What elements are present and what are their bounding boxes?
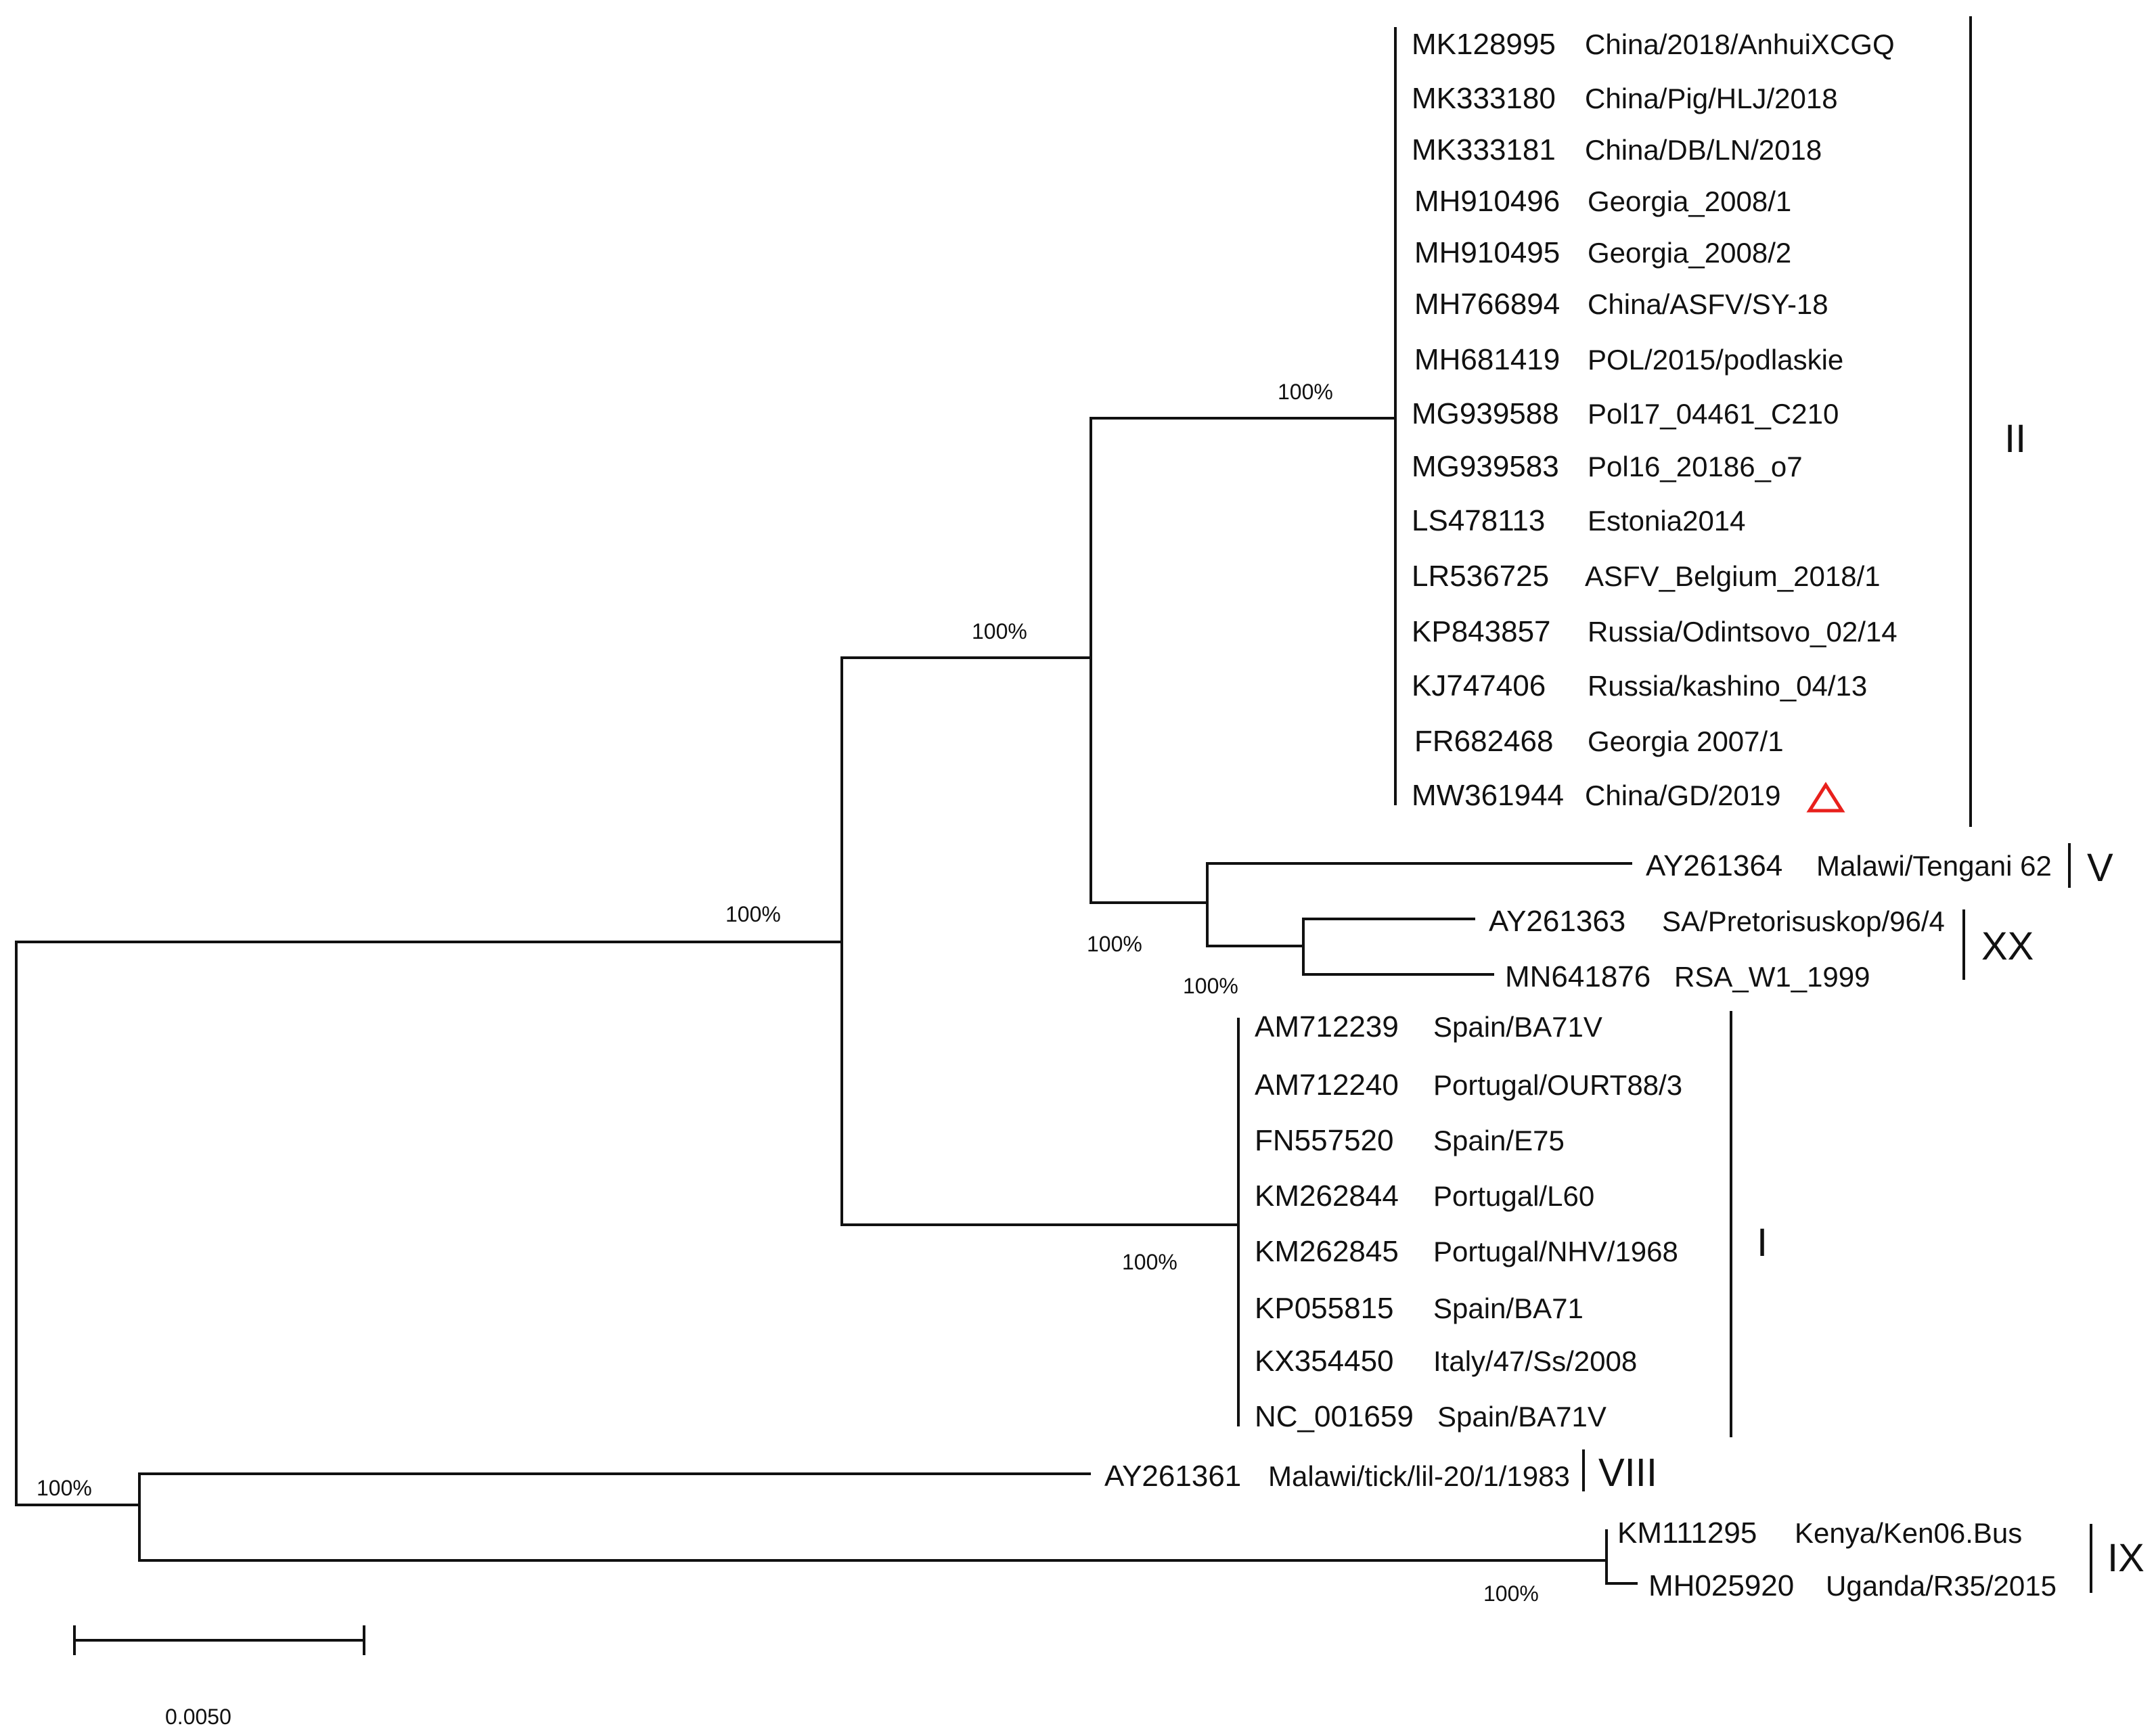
taxon-name: Portugal/L60	[1433, 1180, 1594, 1212]
taxon-accession: MK333181	[1412, 133, 1556, 166]
taxon-name: SA/Pretorisuskop/96/4	[1662, 905, 1945, 937]
bootstrap-values: 100% 100% 100% 100% 100% 100% 100% 100%	[37, 380, 1539, 1606]
taxon-accession: MN641876	[1505, 960, 1650, 993]
taxon-name: Spain/E75	[1433, 1125, 1565, 1156]
clade-label-I: I	[1757, 1221, 1768, 1265]
taxon-accession: AM712240	[1255, 1068, 1399, 1102]
taxon-name: Estonia2014	[1588, 505, 1746, 537]
taxon-accession: KP055815	[1255, 1292, 1394, 1325]
taxon-name: Russia/Odintsovo_02/14	[1588, 616, 1897, 648]
bootstrap-label: 100%	[1087, 932, 1142, 956]
taxon-accession: KJ747406	[1412, 669, 1546, 702]
taxon-accession: MH910496	[1414, 185, 1560, 218]
bootstrap-label: 100%	[37, 1476, 92, 1500]
taxon-accession: KM111295	[1617, 1516, 1757, 1550]
taxon-accession: AY261364	[1646, 849, 1782, 882]
clade-II-taxa: MK128995 China/2018/AnhuiXCGQ MK333180 C…	[1412, 28, 1897, 813]
taxon-accession: LR536725	[1412, 560, 1549, 593]
scale-bar: 0.0050	[73, 1625, 365, 1729]
taxon-name: Spain/BA71V	[1433, 1011, 1602, 1043]
clade-label-IX: IX	[2107, 1536, 2144, 1580]
clade-label-V: V	[2087, 846, 2113, 890]
taxon-name: Russia/kashino_04/13	[1588, 670, 1867, 702]
taxon-accession: KM262844	[1255, 1179, 1399, 1213]
taxon-accession: MH681419	[1414, 343, 1560, 376]
clade-label-II: II	[2004, 417, 2026, 461]
taxon-accession: AM712239	[1255, 1010, 1399, 1043]
clade-V-XX-taxa: AY261364 Malawi/Tengani 62 AY261363 SA/P…	[1489, 849, 2052, 993]
scale-bar-line	[73, 1625, 365, 1655]
taxon-accession: MH910495	[1414, 236, 1560, 269]
taxon-accession: LS478113	[1412, 504, 1545, 537]
clade-VIII-IX-taxa: AY261361 Malawi/tick/lil-20/1/1983 KM111…	[1104, 1460, 2057, 1602]
taxon-accession: MH025920	[1648, 1569, 1794, 1602]
taxon-accession: FR682468	[1414, 725, 1553, 758]
taxon-accession: AY261361	[1104, 1460, 1241, 1493]
taxon-name: Georgia_2008/2	[1588, 237, 1791, 269]
taxon-accession: MK128995	[1412, 28, 1556, 61]
taxon-accession: AY261363	[1489, 905, 1625, 938]
taxon-name: RSA_W1_1999	[1674, 961, 1870, 993]
taxon-name: Spain/BA71V	[1437, 1401, 1607, 1433]
bootstrap-label: 100%	[1278, 380, 1333, 404]
taxon-accession: MW361944	[1412, 779, 1564, 812]
taxon-name: Spain/BA71	[1433, 1292, 1584, 1324]
taxon-accession: KM262845	[1255, 1235, 1399, 1268]
taxon-name: China/Pig/HLJ/2018	[1585, 83, 1838, 114]
taxon-accession: FN557520	[1255, 1124, 1393, 1157]
taxon-accession: NC_001659	[1255, 1400, 1414, 1433]
taxon-name: China/GD/2019	[1585, 780, 1781, 811]
scale-bar-label: 0.0050	[165, 1705, 231, 1729]
taxon-accession: KX354450	[1255, 1345, 1394, 1378]
triangle-icon	[1806, 782, 1845, 813]
clade-label-XX: XX	[1981, 924, 2034, 968]
taxon-name: Portugal/OURT88/3	[1433, 1069, 1682, 1101]
bootstrap-label: 100%	[725, 902, 781, 926]
clade-I-taxa: AM712239 Spain/BA71V AM712240 Portugal/O…	[1255, 1010, 1682, 1433]
taxon-accession: MG939583	[1412, 450, 1559, 483]
taxon-accession: MH766894	[1414, 288, 1560, 321]
taxon-accession: KP843857	[1412, 615, 1551, 648]
tree-branches	[15, 27, 1638, 1585]
bootstrap-label: 100%	[1183, 974, 1238, 998]
taxon-name: China/ASFV/SY-18	[1588, 288, 1828, 320]
clade-annotations: II V XX I VIII IX	[1582, 16, 2144, 1593]
taxon-name: Georgia_2008/1	[1588, 185, 1791, 217]
taxon-name: ASFV_Belgium_2018/1	[1585, 560, 1881, 592]
bootstrap-label: 100%	[1122, 1250, 1177, 1274]
taxon-name: Malawi/Tengani 62	[1816, 850, 2052, 882]
clade-label-VIII: VIII	[1598, 1451, 1657, 1495]
bootstrap-label: 100%	[972, 619, 1027, 644]
taxon-name: Pol17_04461_C210	[1588, 398, 1839, 430]
taxon-name: POL/2015/podlaskie	[1588, 344, 1843, 376]
taxon-name: Pol16_20186_o7	[1588, 451, 1803, 482]
bootstrap-label: 100%	[1483, 1581, 1539, 1606]
taxon-name: Portugal/NHV/1968	[1433, 1236, 1678, 1267]
taxon-name: China/DB/LN/2018	[1585, 134, 1822, 166]
taxon-name: Kenya/Ken06.Bus	[1795, 1517, 2022, 1549]
taxon-accession: MG939588	[1412, 397, 1559, 430]
taxon-name: Italy/47/Ss/2008	[1433, 1345, 1637, 1377]
taxon-name: Georgia 2007/1	[1588, 725, 1784, 757]
taxon-accession: MK333180	[1412, 82, 1556, 115]
taxon-name: Uganda/R35/2015	[1826, 1570, 2057, 1602]
taxon-name: China/2018/AnhuiXCGQ	[1585, 28, 1895, 60]
taxon-name: Malawi/tick/lil-20/1/1983	[1268, 1460, 1570, 1492]
